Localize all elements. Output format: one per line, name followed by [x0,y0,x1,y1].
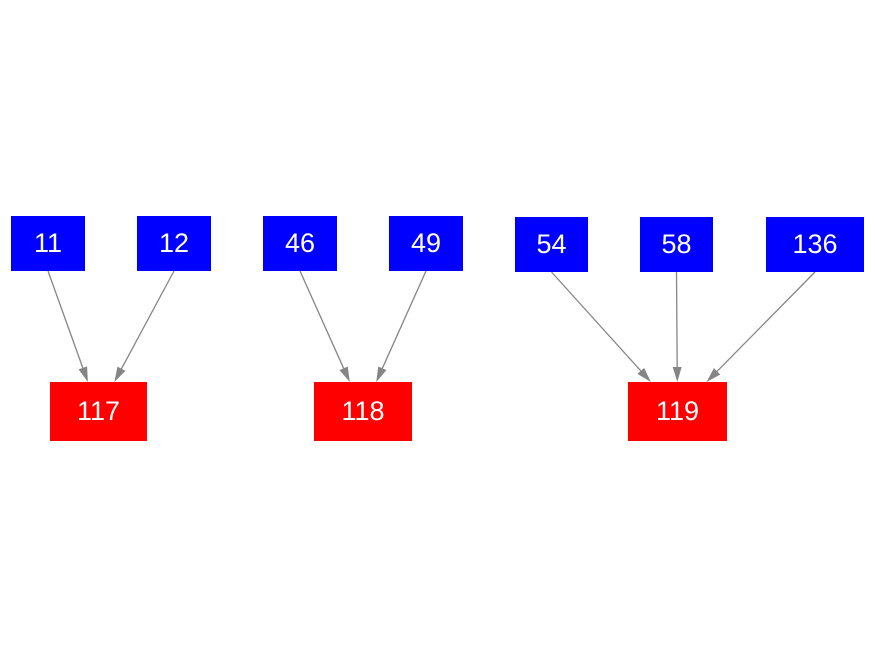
arrowhead-58-to-119 [672,366,682,382]
edge-49-to-118 [381,270,427,369]
graph-node-label: 11 [33,228,63,258]
graph-node-117: 117 [50,382,147,441]
graph-node-label: 117 [76,396,121,426]
graph-node-136: 136 [766,217,864,272]
graph-node-119: 119 [628,382,727,441]
arrowhead-136-to-119 [706,368,721,382]
graph-node-46: 46 [263,216,337,271]
arrowhead-49-to-118 [376,366,387,382]
graph-node-11: 11 [11,216,85,271]
graph-node-label: 58 [661,229,692,259]
arrowhead-46-to-118 [339,366,350,382]
edge-46-to-118 [299,270,345,369]
graph-node-label: 136 [792,229,838,259]
edge-12-to-117 [120,270,175,370]
graph-node-label: 119 [655,396,700,426]
arrowhead-54-to-119 [637,367,651,382]
edge-11-to-117 [47,270,84,369]
graph-node-58: 58 [640,217,713,272]
graph-node-label: 49 [410,228,442,258]
graph-node-label: 12 [158,228,190,258]
graph-node-label: 46 [284,228,316,258]
arrowhead-11-to-117 [78,366,88,382]
edge-58-to-119 [675,271,678,368]
graph-node-12: 12 [137,216,211,271]
graph-node-49: 49 [389,216,463,271]
graph-node-label: 118 [341,396,385,426]
arrowhead-12-to-117 [114,366,126,382]
graph-node-54: 54 [515,217,588,272]
graph-node-label: 54 [536,229,567,259]
edge-136-to-119 [716,271,816,372]
edge-54-to-119 [551,271,642,372]
graph-node-118: 118 [314,382,412,441]
